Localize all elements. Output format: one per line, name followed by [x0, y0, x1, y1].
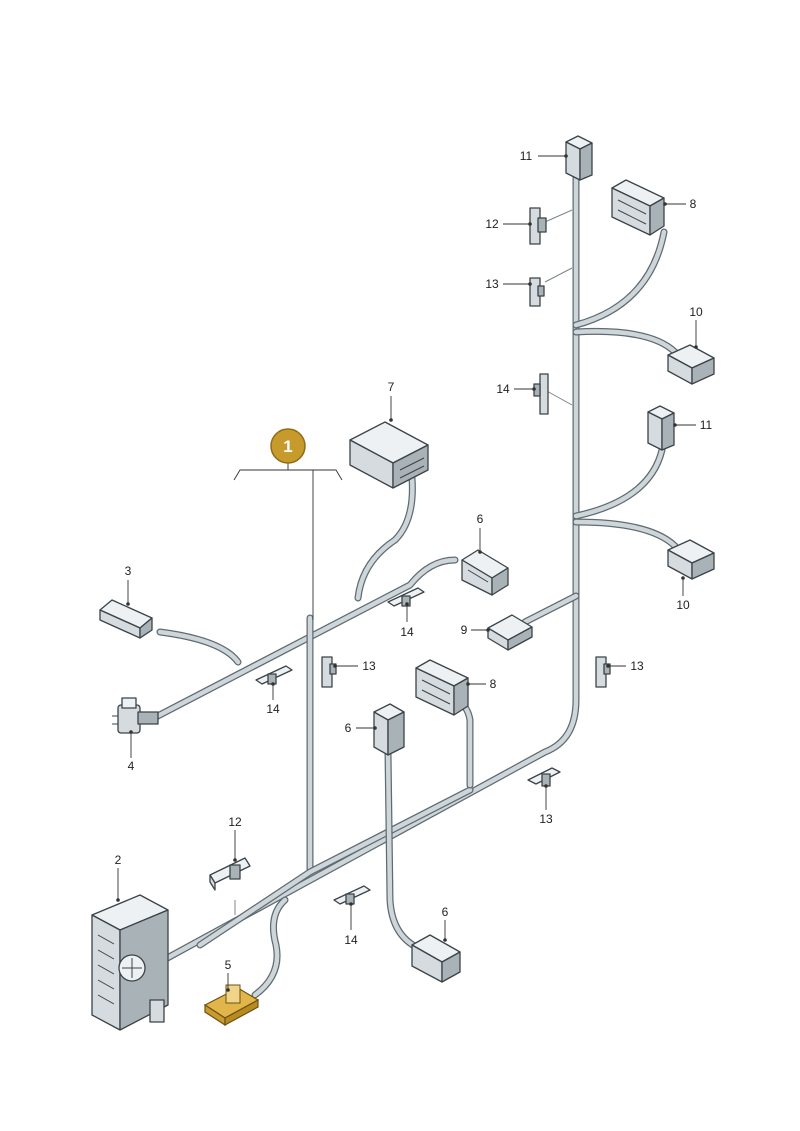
- callout-11-a[interactable]: 11: [520, 149, 533, 163]
- callout-badge-1[interactable]: 1: [270, 428, 306, 464]
- part-8-connector-middle[interactable]: [415, 659, 469, 716]
- callout-8-a[interactable]: 8: [690, 197, 697, 211]
- callout-8-b[interactable]: 8: [490, 677, 497, 691]
- part-12-clip-top[interactable]: [529, 207, 547, 245]
- callout-10-b[interactable]: 10: [676, 598, 690, 612]
- callout-badge-circle: [270, 428, 306, 464]
- part-14-clip-a[interactable]: [533, 373, 549, 415]
- callout-1: 1: [283, 437, 292, 456]
- callout-13-b[interactable]: 13: [362, 659, 376, 673]
- callout-7[interactable]: 7: [388, 380, 395, 394]
- part-7-multi-connector[interactable]: [349, 421, 429, 489]
- wire-to-7: [354, 474, 416, 602]
- callout-3[interactable]: 3: [125, 564, 132, 578]
- part-14-clip-b[interactable]: [387, 587, 425, 607]
- callout-11-b[interactable]: 11: [700, 418, 713, 432]
- part-4-connector[interactable]: [112, 697, 159, 734]
- callout-6-c[interactable]: 6: [442, 905, 449, 919]
- part-12-clip-bottom[interactable]: [209, 857, 251, 891]
- callout-14-b[interactable]: 14: [400, 625, 414, 639]
- callout-12-b[interactable]: 12: [228, 815, 242, 829]
- callout-10-a[interactable]: 10: [689, 305, 703, 319]
- callout-4[interactable]: 4: [128, 759, 135, 773]
- callout-12-a[interactable]: 12: [485, 217, 499, 231]
- part-13-clip-a[interactable]: [529, 277, 545, 307]
- callout-14-a[interactable]: 14: [496, 382, 510, 396]
- part-14-clip-c[interactable]: [255, 665, 293, 685]
- callout-14-c[interactable]: 14: [266, 702, 280, 716]
- callout-6-b[interactable]: 6: [345, 721, 352, 735]
- part-13-clip-b[interactable]: [321, 656, 337, 688]
- part-11-connector-middle[interactable]: [647, 405, 675, 451]
- callout-13-a[interactable]: 13: [485, 277, 499, 291]
- part-6-connector-c[interactable]: [411, 934, 461, 983]
- part-10-connector-middle[interactable]: [667, 539, 715, 580]
- wire-to-8-top: [572, 228, 668, 329]
- part-11-connector-top[interactable]: [565, 135, 593, 181]
- part-2-control-unit[interactable]: [91, 894, 169, 1031]
- wire-to-11-mid: [572, 446, 666, 520]
- part-5-relay-holder[interactable]: [203, 984, 260, 1027]
- wire-to-3: [156, 628, 242, 666]
- callout-6-a[interactable]: 6: [477, 512, 484, 526]
- part-6-connector-b[interactable]: [373, 703, 405, 756]
- leader-lines: [116, 154, 698, 992]
- part-8-connector-top[interactable]: [611, 179, 665, 236]
- callout-14-d[interactable]: 14: [344, 933, 358, 947]
- callout-13-d[interactable]: 13: [539, 812, 553, 826]
- callout-5[interactable]: 5: [225, 958, 232, 972]
- part-10-connector-top[interactable]: [667, 344, 715, 385]
- part-6-connector-a[interactable]: [461, 549, 509, 596]
- harness-wires: [146, 166, 679, 999]
- callout-2[interactable]: 2: [115, 853, 122, 867]
- callout-13-c[interactable]: 13: [630, 659, 644, 673]
- part-14-clip-d[interactable]: [333, 885, 371, 905]
- part-13-clip-c[interactable]: [595, 656, 611, 688]
- part-13-clip-d[interactable]: [527, 767, 561, 787]
- callout-9[interactable]: 9: [461, 623, 468, 637]
- part-9-connector[interactable]: [487, 614, 533, 651]
- part-3-sensor-connector[interactable]: [99, 599, 153, 639]
